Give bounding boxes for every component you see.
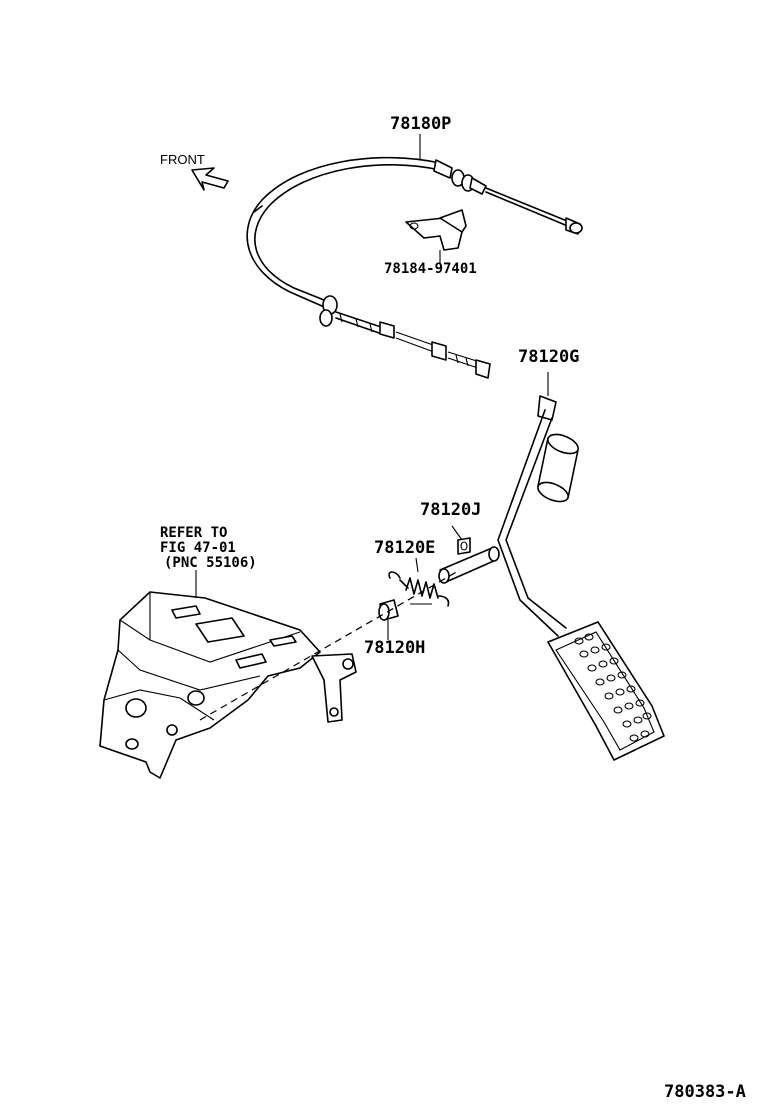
figure-id: 780383-A xyxy=(664,1082,746,1102)
label-78184-97401: 78184-97401 xyxy=(384,261,477,277)
label-78120E: 78120E xyxy=(374,538,436,558)
assembly-centerline xyxy=(199,569,461,721)
pedal-bracket xyxy=(99,570,357,779)
label-78120H: 78120H xyxy=(364,638,426,658)
refer-line-3: (PNC 55106) xyxy=(164,555,257,571)
front-label: FRONT xyxy=(160,152,205,167)
return-spring xyxy=(388,557,450,607)
cable-clamp xyxy=(405,209,467,264)
accelerator-cable xyxy=(246,134,583,379)
front-arrow-icon xyxy=(191,167,229,191)
label-78120J: 78120J xyxy=(420,500,482,520)
pedal-arm xyxy=(438,372,665,761)
pedal-pad-grip xyxy=(574,633,652,742)
bushing-h xyxy=(378,599,399,640)
refer-line-2: FIG 47-01 xyxy=(160,540,236,556)
bushing-j xyxy=(451,525,471,555)
label-78180P: 78180P xyxy=(390,114,452,134)
label-78120G: 78120G xyxy=(518,347,580,367)
refer-line-1: REFER TO xyxy=(160,525,228,541)
